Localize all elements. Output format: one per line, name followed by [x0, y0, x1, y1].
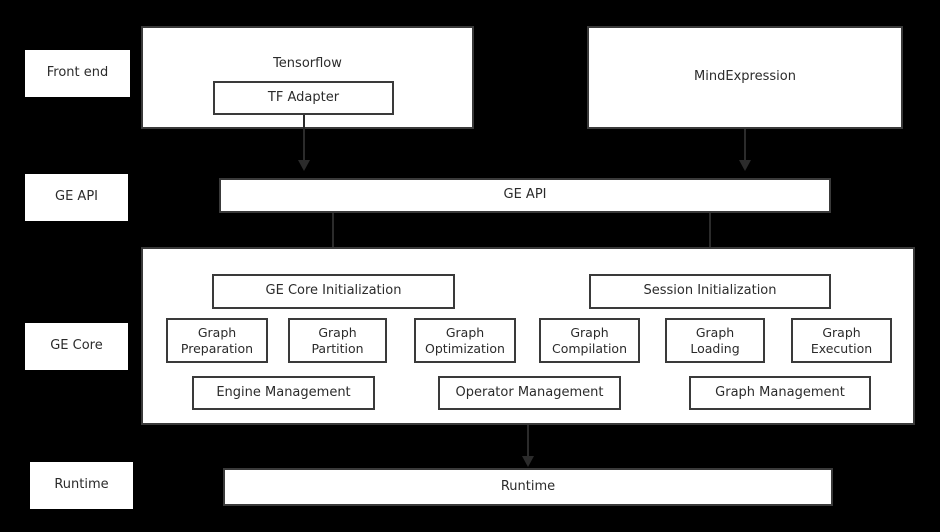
arrowhead-mindexpression-to-ge-api	[739, 160, 751, 171]
runtime-bar[interactable]: Runtime	[223, 468, 833, 506]
graph-management-box[interactable]: Graph Management	[689, 376, 871, 410]
unit-graph-optimization[interactable]: Graph Optimization	[414, 318, 516, 363]
ge-core-initialization-label: GE Core Initialization	[265, 283, 402, 299]
unit-graph-compilation[interactable]: Graph Compilation	[539, 318, 640, 363]
unit-graph-execution-line1: Graph	[822, 324, 861, 340]
unit-graph-optimization-line1: Graph	[445, 324, 485, 340]
unit-graph-preparation[interactable]: Graph Preparation	[166, 318, 268, 363]
unit-graph-optimization-line2: Optimization	[425, 340, 505, 356]
layer-label-front-end: Front end	[25, 50, 130, 97]
layer-label-ge-api-text: GE API	[55, 189, 98, 205]
operator-management-label: Operator Management	[455, 384, 604, 400]
ge-api-bar-label: GE API	[503, 187, 547, 203]
connector-ge-core-to-runtime	[527, 425, 529, 459]
unit-graph-partition-line2: Partition	[311, 340, 364, 356]
tf-adapter-box[interactable]: TF Adapter	[213, 81, 394, 115]
unit-graph-compilation-line2: Compilation	[551, 340, 628, 356]
arrowhead-ge-core-to-runtime	[522, 456, 534, 467]
session-initialization-label: Session Initialization	[643, 283, 777, 299]
unit-graph-partition[interactable]: Graph Partition	[288, 318, 387, 363]
engine-management-box[interactable]: Engine Management	[192, 376, 375, 410]
unit-graph-loading-line2: Loading	[690, 340, 740, 356]
tensorflow-title: Tensorflow	[273, 56, 342, 71]
ge-api-bar[interactable]: GE API	[219, 178, 831, 213]
engine-management-label: Engine Management	[216, 384, 351, 400]
runtime-bar-label: Runtime	[500, 478, 556, 494]
arrowhead-tf-adapter-to-ge-api	[298, 160, 310, 171]
unit-graph-loading-line1: Graph	[695, 324, 735, 340]
layer-label-runtime-text: Runtime	[54, 477, 109, 493]
ge-core-initialization-box[interactable]: GE Core Initialization	[212, 274, 455, 309]
mindexpression-title: MindExpression	[694, 69, 796, 85]
graph-management-label: Graph Management	[715, 384, 845, 400]
connector-ge-api-to-session-init	[709, 213, 711, 263]
unit-graph-partition-line1: Graph	[318, 324, 357, 340]
operator-management-box[interactable]: Operator Management	[438, 376, 621, 410]
frontend-mindexpression-container: MindExpression	[587, 26, 903, 129]
unit-graph-preparation-line2: Preparation	[180, 340, 254, 356]
unit-graph-loading[interactable]: Graph Loading	[665, 318, 765, 363]
unit-graph-execution[interactable]: Graph Execution	[791, 318, 892, 363]
layer-label-ge-api: GE API	[25, 174, 128, 221]
connector-ge-api-to-ge-core-init	[332, 213, 334, 263]
layer-label-front-end-text: Front end	[46, 65, 109, 81]
unit-graph-execution-line2: Execution	[810, 340, 873, 356]
layer-label-runtime: Runtime	[30, 462, 133, 509]
tf-adapter-label: TF Adapter	[267, 89, 340, 105]
unit-graph-compilation-line1: Graph	[570, 324, 609, 340]
unit-graph-preparation-line1: Graph	[197, 324, 237, 340]
connector-mindexpression-to-ge-api	[744, 129, 746, 162]
layer-label-ge-core-text: GE Core	[50, 338, 103, 354]
session-initialization-box[interactable]: Session Initialization	[589, 274, 831, 309]
layer-label-ge-core: GE Core	[25, 323, 128, 370]
connector-tf-adapter-to-ge-api	[303, 115, 305, 162]
